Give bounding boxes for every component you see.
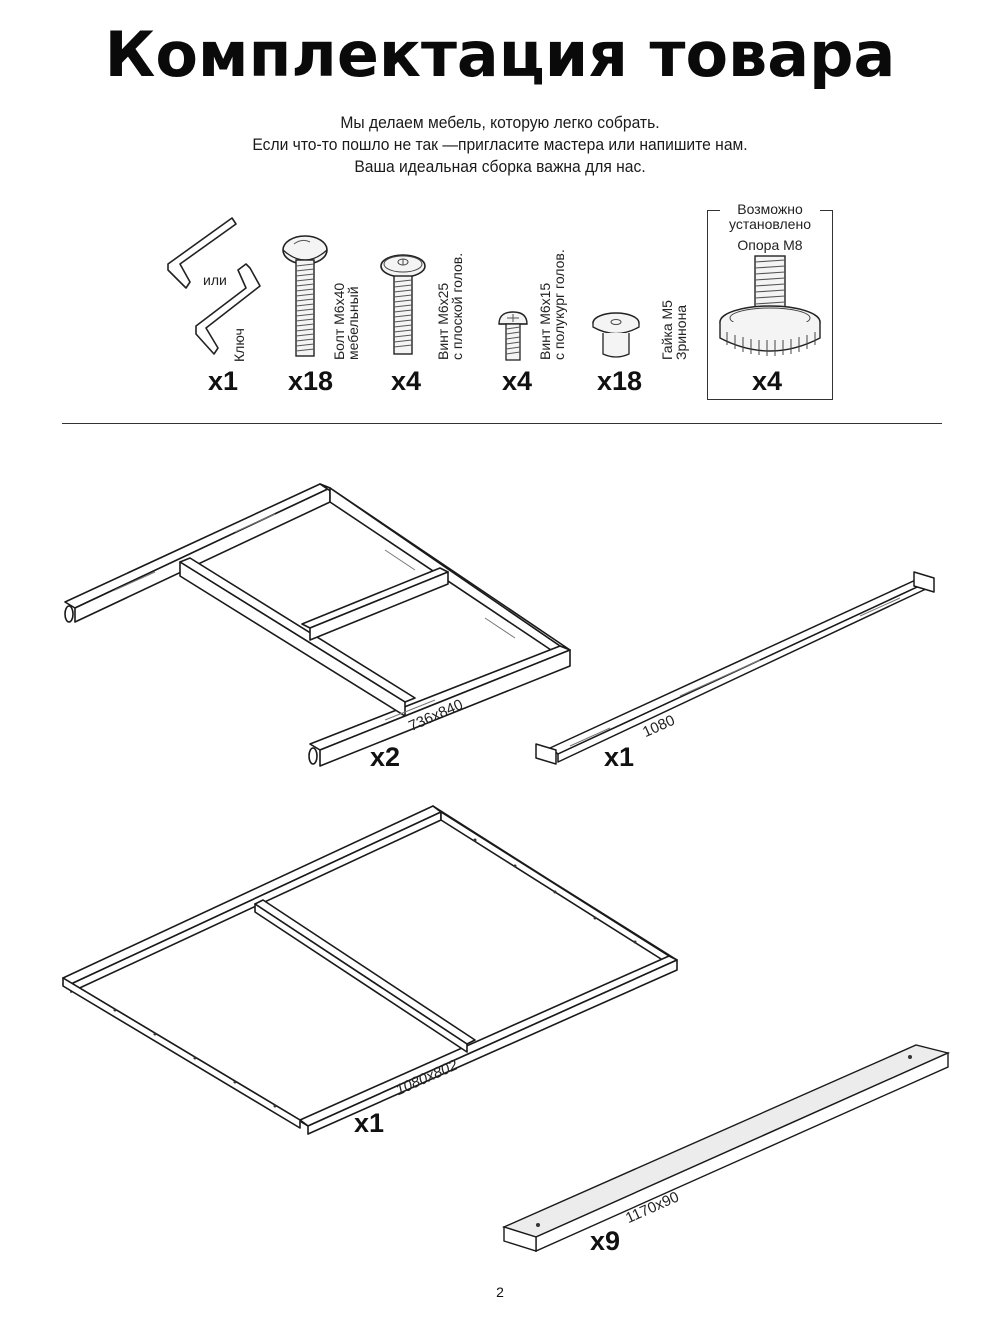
part-qty: x2 bbox=[370, 742, 401, 772]
hardware-qty: x4 bbox=[752, 366, 783, 396]
barrel-nut-icon bbox=[592, 312, 640, 358]
hardware-qty: x18 bbox=[288, 366, 334, 396]
part-qty: x1 bbox=[354, 1108, 385, 1138]
furniture-bolt-icon bbox=[282, 235, 328, 357]
hardware-label: Винт М6х15 с полукург голов. bbox=[537, 249, 567, 360]
hardware-label: Опора М8 bbox=[737, 237, 803, 253]
side-frame-drawing bbox=[64, 483, 571, 767]
section-divider bbox=[62, 423, 942, 424]
box-legend: Возможно установлено bbox=[720, 202, 820, 232]
hardware-label: Гайка М5 Зринона bbox=[659, 300, 689, 360]
page-title: Комплектация товара bbox=[104, 18, 896, 91]
intro-line: Ваша идеальная сборка важна для нас. bbox=[354, 157, 646, 176]
hardware-label: Винт М6х25 с плоской голов. bbox=[435, 252, 465, 360]
intro-line: Мы делаем мебель, которую легко собрать. bbox=[340, 113, 660, 132]
hardware-label: Ключ bbox=[231, 328, 247, 362]
round-head-screw-icon bbox=[498, 311, 528, 361]
hardware-qty: x4 bbox=[391, 366, 422, 396]
hardware-qty: x1 bbox=[208, 366, 239, 396]
page-number: 2 bbox=[496, 1284, 504, 1300]
part-qty: x1 bbox=[604, 742, 635, 772]
intro-text: Мы делаем мебель, которую легко собрать.… bbox=[40, 112, 960, 178]
intro-line: Если что-то пошло не так —пригласите мас… bbox=[252, 135, 748, 154]
leveling-foot-icon bbox=[719, 255, 821, 356]
or-label: или bbox=[203, 272, 227, 288]
base-frame-drawing bbox=[62, 805, 678, 1135]
hardware-label: Болт М6х40 мебельный bbox=[331, 282, 361, 360]
hex-key-icon bbox=[167, 217, 261, 355]
center-beam-drawing bbox=[535, 571, 935, 765]
flat-head-screw-icon bbox=[380, 254, 426, 355]
hardware-qty: x18 bbox=[597, 366, 643, 396]
slat-drawing bbox=[502, 1044, 951, 1253]
hardware-qty: x4 bbox=[502, 366, 533, 396]
part-qty: x9 bbox=[590, 1226, 621, 1256]
